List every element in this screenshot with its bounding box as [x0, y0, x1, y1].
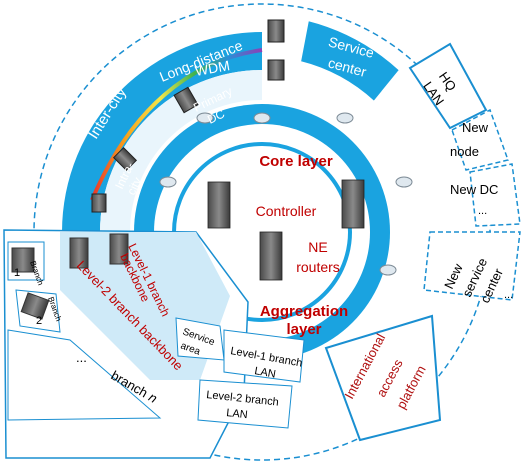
- aggregation-label: Aggregation: [260, 303, 348, 320]
- primary-dc-label-2: DC: [205, 106, 227, 126]
- branch-2-num: 2: [36, 315, 42, 327]
- wdm-rainbow-line: [90, 48, 263, 201]
- core-layer-label: Core layer: [259, 153, 333, 170]
- branch-device-icon: [69, 237, 89, 269]
- level1-lan-box: [223, 329, 305, 383]
- routers-label: routers: [296, 259, 340, 275]
- rack-device-icon: [207, 181, 231, 229]
- new-node-label-2: node: [450, 144, 479, 159]
- rack-device-icon: [341, 179, 365, 229]
- branch-1-num: 1: [14, 267, 20, 279]
- branch-1-device-icon: [11, 247, 35, 273]
- router-icons: [159, 112, 413, 276]
- new-service-center-segment: [423, 231, 521, 301]
- level1-lan-label-2: LAN: [253, 365, 276, 381]
- service-center-segment: [298, 18, 402, 104]
- level2-lan-label-2: LAN: [226, 407, 249, 421]
- new-service-center-ellipsis: ...: [504, 289, 513, 301]
- ne-label: NE: [308, 239, 327, 255]
- new-node-label: New: [462, 120, 489, 135]
- branch-device-icon: [109, 233, 129, 265]
- branch-1-box: [7, 241, 45, 281]
- branch-2-device-icon: [20, 292, 50, 320]
- server-icon: [173, 86, 199, 114]
- controller-label: Controller: [256, 203, 317, 219]
- aggregation-layer-label: layer: [286, 321, 321, 338]
- new-dc-label: New DC: [450, 182, 498, 197]
- branch-2-box: [15, 289, 61, 333]
- new-dc-ellipsis: ...: [478, 205, 487, 217]
- level2-lan-box: [197, 379, 293, 429]
- server-icon: [112, 146, 138, 172]
- branch-ellipsis: ...: [76, 350, 87, 365]
- new-node-segment: [451, 108, 509, 171]
- rack-device-icon: [259, 231, 283, 281]
- international-segment: [324, 314, 442, 442]
- server-icon: [267, 59, 285, 81]
- server-icon: [91, 193, 107, 213]
- wdm-label: WDM: [194, 57, 231, 79]
- branch-n-box: [7, 329, 162, 421]
- server-icon: [267, 19, 285, 43]
- hq-lan-segment: [408, 42, 488, 130]
- new-dc-segment: [469, 163, 521, 227]
